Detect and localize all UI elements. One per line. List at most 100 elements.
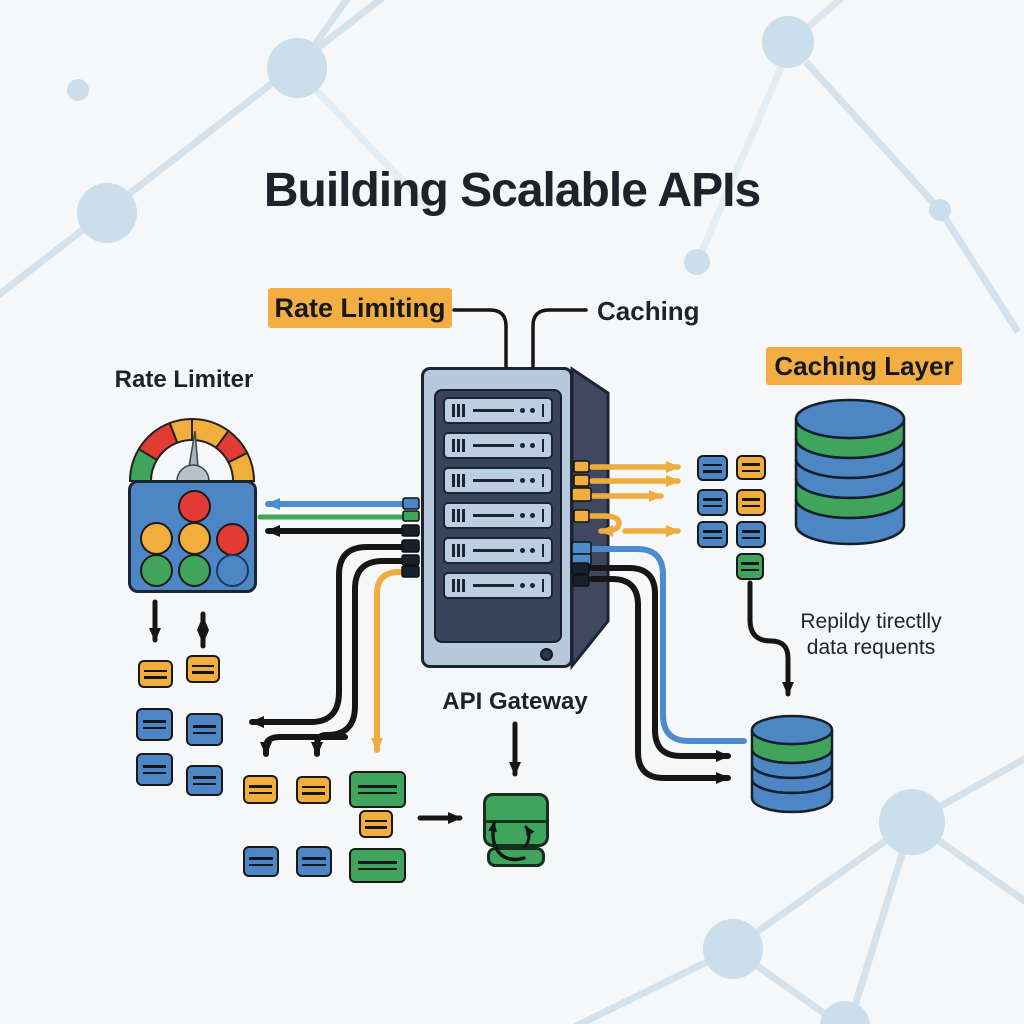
cable-to-yellow-packet-right [311, 558, 416, 757]
cylinder-band [750, 748, 834, 780]
packet-line [741, 469, 761, 472]
bottom-mid-packet-blue [243, 846, 279, 877]
server-unit [443, 537, 553, 564]
cache-entries-packet-yellow [736, 489, 766, 516]
network-node [703, 919, 763, 979]
cache-return-loop-arrow [587, 513, 622, 537]
packet-line [702, 498, 723, 501]
gauge-needle [186, 430, 200, 480]
gauge-segment-orange [191, 417, 230, 450]
packet-line [192, 671, 214, 674]
plug-blue [402, 497, 420, 510]
gauge-segment-green [128, 447, 159, 482]
cylinder-band [794, 478, 906, 520]
gauge-segment-orange [168, 417, 193, 445]
packet-line [702, 470, 723, 473]
gauge-segment-red [137, 421, 179, 462]
black-cable-to-database-2 [589, 576, 731, 784]
below-rate-limiter-packet-blue [136, 708, 173, 741]
plug-yellow [571, 487, 592, 502]
plug-black [401, 554, 420, 566]
packet-line [702, 530, 723, 533]
limiter-button-green [177, 553, 211, 587]
below-rate-limiter-packet-yellow [138, 660, 173, 688]
network-edge [910, 755, 1024, 826]
packet-line [741, 568, 759, 571]
plug-black [572, 574, 590, 587]
cylinder-band [794, 458, 906, 500]
api-gateway-label: API Gateway [442, 688, 588, 715]
network-edge [909, 819, 1024, 905]
cache-note-line1: Repildy tirectlly [800, 610, 942, 633]
network-node [879, 789, 945, 855]
packet-line [702, 463, 723, 466]
caching-layer-label: Caching Layer [766, 347, 962, 385]
network-node [684, 249, 710, 275]
packet-line [249, 785, 272, 788]
rate-limiter-label: Rate Limiter [114, 366, 254, 393]
rate-limiting-connector [452, 308, 508, 368]
limiter-button-yellow [177, 521, 211, 555]
network-edge [937, 208, 1021, 334]
server-unit [443, 572, 553, 599]
network-edge [730, 819, 915, 952]
packet-line [192, 776, 217, 779]
limiter-button-outline [215, 553, 249, 587]
gauge-needle-base [176, 464, 210, 482]
packet-line [358, 867, 397, 870]
plug-black [401, 565, 420, 578]
plug-black [401, 524, 420, 537]
packet-line [192, 782, 217, 785]
packet-line [144, 676, 167, 679]
gateway-queue-packet-green [349, 848, 406, 883]
packet-line [741, 463, 761, 466]
packet-line [358, 861, 397, 864]
cache-entries-packet-blue [736, 521, 766, 548]
network-edge [696, 54, 790, 258]
network-node [762, 16, 814, 68]
packet-line [249, 791, 272, 794]
plug-yellow [573, 460, 590, 473]
cache-entries-packet-yellow [736, 455, 766, 480]
cable-to-blue-packets [249, 544, 416, 728]
packet-line [702, 504, 723, 507]
cache-entries-packet-blue [697, 455, 728, 481]
bottom-mid-packet-yellow [243, 775, 278, 804]
cylinder-band [794, 438, 906, 480]
server-rack-panel [434, 389, 562, 643]
cylinder-band [750, 778, 834, 814]
packet-line [741, 498, 761, 501]
cache-note: Repildy tirectlly data requents [780, 609, 962, 661]
cable-to-yellow-packet-left [260, 734, 348, 757]
packet-line [302, 785, 325, 788]
packet-line [302, 863, 326, 866]
gateway-queue-packet-green [349, 771, 406, 808]
bottom-mid-packet-yellow [296, 776, 331, 804]
cache-entries-packet-green [736, 553, 764, 580]
api-gateway-icon-base [487, 847, 545, 867]
packet-line [358, 785, 397, 788]
packet-line [365, 826, 387, 829]
cylinder-band [750, 763, 834, 795]
cylinder-band [794, 498, 906, 546]
server-unit [443, 397, 553, 424]
caching-connector [531, 308, 588, 368]
packet-line [142, 765, 167, 768]
network-edge [572, 945, 735, 1024]
api-gateway-icon [483, 793, 549, 847]
black-cable-to-database-1 [589, 565, 731, 762]
packet-line [142, 726, 167, 729]
server-unit [443, 432, 553, 459]
limiter-button-green [139, 553, 173, 587]
limiter-button-red [215, 522, 249, 556]
plug-blue [571, 541, 592, 555]
below-rate-limiter-packet-blue [186, 713, 223, 746]
packet-line [144, 669, 167, 672]
network-edge [0, 0, 386, 299]
packet-line [302, 792, 325, 795]
cylinder-band [794, 418, 906, 460]
network-edge [294, 0, 351, 73]
packet-line [142, 771, 167, 774]
cylinder-band [750, 729, 834, 765]
packet-line [249, 857, 273, 860]
